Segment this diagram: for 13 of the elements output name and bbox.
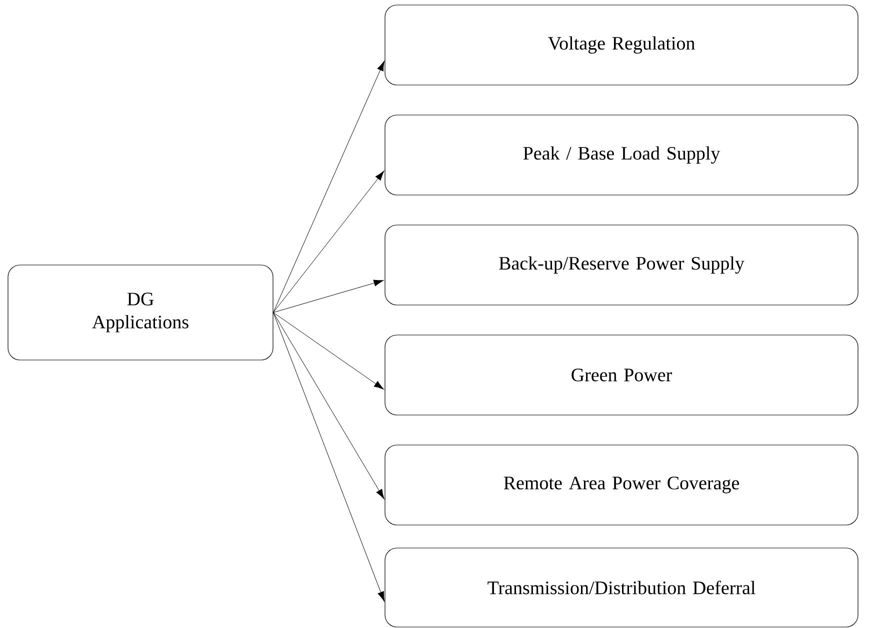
arrow [273, 312, 385, 602]
rounded-box: Peak / Base Load Supply [384, 114, 858, 196]
arrow [273, 60, 384, 313]
arrow [273, 312, 384, 390]
arrow [273, 280, 384, 313]
arrow [273, 170, 384, 313]
rounded-box: Voltage Regulation [384, 4, 858, 86]
rounded-box: Back-up/Reserve Power Supply [384, 224, 858, 306]
rounded-box: DG Applications [8, 264, 274, 360]
rounded-box: Remote Area Power Coverage [384, 444, 858, 526]
rounded-box: Transmission/Distribution Deferral [384, 548, 858, 628]
arrow [273, 312, 384, 500]
rounded-box: Green Power [384, 334, 858, 416]
